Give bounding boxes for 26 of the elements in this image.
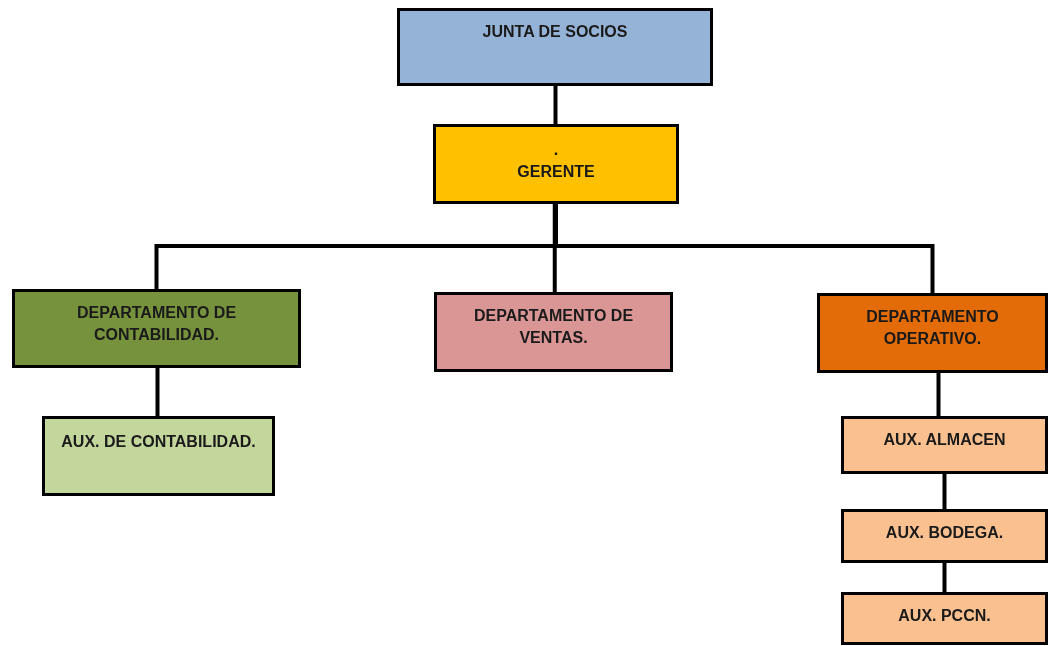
connector-line xyxy=(552,204,557,292)
box-title: AUX. BODEGA. xyxy=(884,523,1005,543)
box-title: DEPARTAMENTO OPERATIVO. xyxy=(865,307,1000,349)
org-box xyxy=(397,8,713,86)
org-box xyxy=(434,292,673,372)
box-title: . xyxy=(552,140,560,160)
connector-line xyxy=(554,204,935,293)
org-box xyxy=(12,289,301,368)
box-title: DEPARTAMENTO DE CONTABILIDAD. xyxy=(75,303,238,345)
org-box xyxy=(433,124,679,204)
org-box xyxy=(42,416,275,496)
connector-line xyxy=(942,563,947,592)
box-title: AUX. ALMACEN xyxy=(882,430,1007,450)
box-title: DEPARTAMENTO DE VENTAS. xyxy=(472,306,635,348)
connector-line xyxy=(936,373,941,416)
box-title: JUNTA DE SOCIOS xyxy=(481,22,629,42)
connector-line xyxy=(553,86,558,124)
org-box xyxy=(817,293,1048,373)
box-title: GERENTE xyxy=(516,162,596,182)
org-box xyxy=(841,509,1048,563)
connector-line xyxy=(942,474,947,509)
org-box xyxy=(841,416,1048,474)
org-box xyxy=(841,592,1048,645)
connector-line xyxy=(155,368,160,416)
box-title: AUX. PCCN. xyxy=(897,606,992,626)
box-title: AUX. DE CONTABILIDAD. xyxy=(60,432,257,452)
